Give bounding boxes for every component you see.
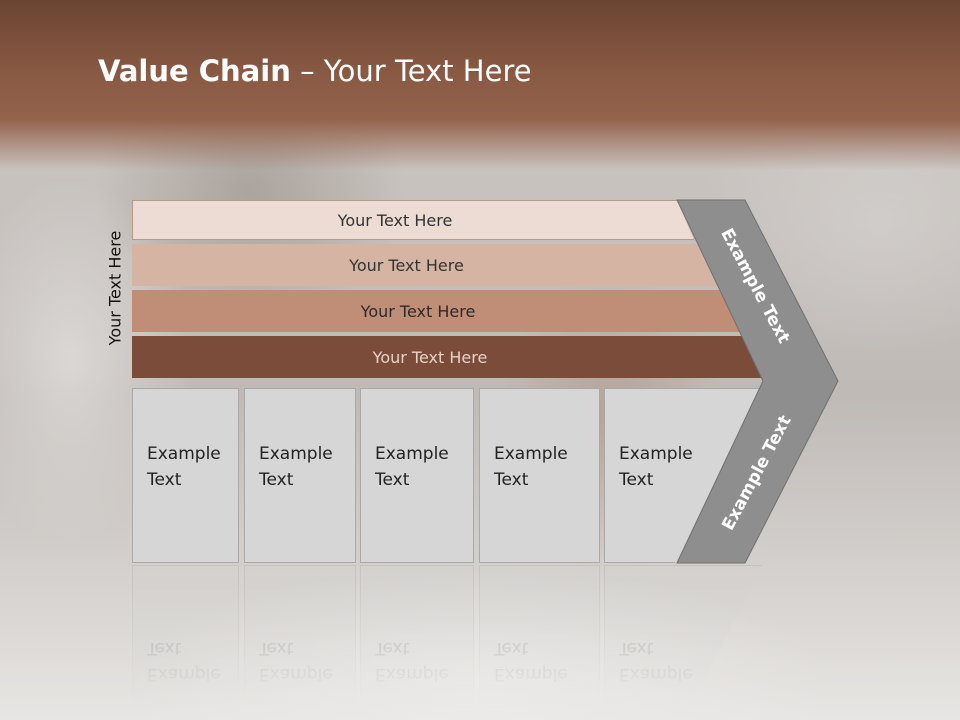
box-5-line-2: Text [619,470,654,490]
reflection-box-4: Example Text [479,565,600,720]
primary-activity-box-3: Example Text [360,388,474,563]
reflection-box-3-line-2: Text [375,638,410,658]
box-3-line-1: Example [375,444,449,464]
support-bar-2-label: Your Text Here [349,255,464,275]
primary-activity-box-2: Example Text [244,388,356,563]
box-2-line-2: Text [259,470,294,490]
reflection-box-3-line-1: Example [375,664,449,684]
box-4-line-2: Text [494,470,529,490]
slide-title: Value Chain – Your Text Here [98,54,532,88]
support-bar-4: Your Text Here [132,336,764,378]
title-rest: – Your Text Here [290,54,532,88]
reflection-box-5-line-2: Text [619,638,654,658]
support-bar-3: Your Text Here [132,290,740,332]
box-3-line-2: Text [375,470,410,490]
reflection-box-1: Example Text [132,565,239,720]
reflection-box-3: Example Text [360,565,474,720]
box-4-line-1: Example [494,444,568,464]
box-5-line-1: Example [619,444,693,464]
primary-activity-box-4: Example Text [479,388,600,563]
reflection-box-2: Example Text [244,565,356,720]
reflection-box-5: Example Text [604,565,762,720]
reflection-box-2-line-1: Example [259,664,333,684]
support-bar-1-label: Your Text Here [337,210,453,230]
reflection-box-4-line-1: Example [494,664,568,684]
reflection-box-2-line-2: Text [259,638,294,658]
support-bar-4-label: Your Text Here [372,347,488,367]
box-1-line-1: Example [147,444,221,464]
support-bar-2: Your Text Here [132,244,717,286]
primary-activity-box-1: Example Text [132,388,239,563]
box-2-line-1: Example [259,444,333,464]
support-bar-1: Your Text Here [132,200,694,240]
reflection-box-4-line-2: Text [494,638,529,658]
title-band [0,0,960,170]
box-1-line-2: Text [147,470,182,490]
vertical-axis-label: Your Text Here [105,230,125,346]
reflection: Example Text Example Text Example Text E… [132,565,832,720]
title-bold: Value Chain [98,54,291,88]
reflection-box-1-line-2: Text [147,638,182,658]
reflection-box-5-line-1: Example [619,664,693,684]
support-bar-3-label: Your Text Here [360,301,476,321]
reflection-box-1-line-1: Example [147,664,221,684]
